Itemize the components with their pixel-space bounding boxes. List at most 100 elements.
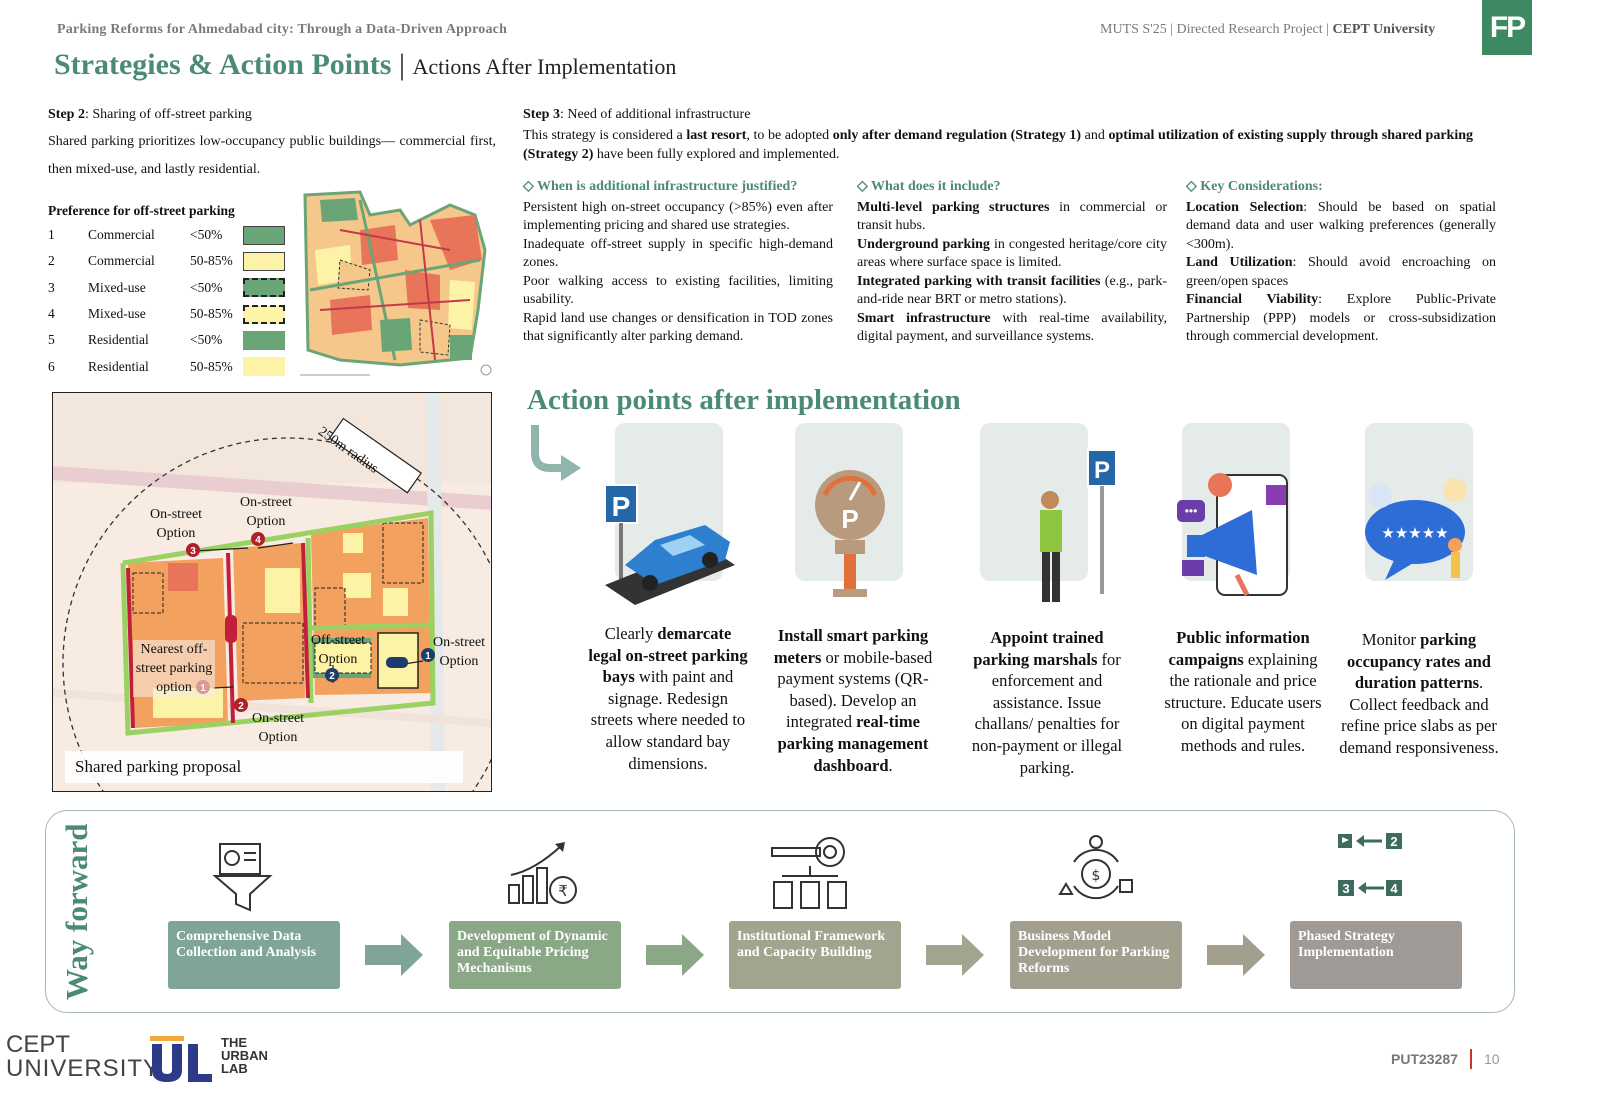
- preference-swatch: [243, 278, 285, 298]
- footer-page-number: 10: [1484, 1051, 1500, 1067]
- footer-divider: [1470, 1049, 1472, 1069]
- way-forward-arrow-3: [926, 934, 984, 976]
- preference-type: Residential: [88, 332, 149, 348]
- justified-point-2: Inadequate off-street supply in specific…: [523, 236, 833, 271]
- considerations-point-1-bold: Location Selection: [1186, 199, 1304, 215]
- action-text-2-b: or mobile-based payment systems (QR-base…: [777, 647, 933, 732]
- way-forward-arrow-1: [365, 934, 423, 976]
- step2-heading: Step 2: Sharing of off-street parking: [48, 107, 252, 123]
- justified-heading: ◇ When is additional infrastructure just…: [523, 178, 833, 197]
- header-university: CEPT University: [1332, 22, 1436, 37]
- considerations-point-1: Location Selection: Should be based on s…: [1186, 199, 1496, 255]
- considerations-point-3-text: : Explore Public-Private Partnership (PP…: [1186, 292, 1496, 344]
- data-funnel-icon: [212, 843, 273, 912]
- svg-text:$: $: [1092, 868, 1101, 884]
- justified-column: ◇ When is additional infrastructure just…: [523, 178, 833, 347]
- preference-row: 4 Mixed-use 50-85%: [48, 301, 293, 327]
- way-forward-step-5: Phased Strategy Implementation: [1290, 921, 1462, 989]
- preference-occupancy: <50%: [190, 279, 223, 295]
- considerations-column: ◇ Key Considerations: Location Selection…: [1186, 178, 1496, 347]
- cept-logo-line-1: CEPT: [6, 1031, 71, 1058]
- feedback-rating-icon: ★★★★★: [1365, 478, 1467, 580]
- includes-point-1-text: in commercial or transit hubs.: [857, 199, 1167, 234]
- svg-text:2: 2: [238, 701, 244, 712]
- considerations-point-1-text: : Should be based on spatial demand data…: [1186, 199, 1497, 252]
- preference-type: Residential: [88, 358, 149, 374]
- action-text-2-c: real-time parking management dashboard: [777, 712, 929, 775]
- preference-swatch: [243, 330, 285, 350]
- action-text-2-d: .: [888, 755, 893, 775]
- justified-point-4: Rapid land use changes or densification …: [523, 310, 833, 345]
- justified-point-3: Poor walking access to existing faciliti…: [523, 273, 833, 308]
- preference-occupancy: <50%: [190, 332, 223, 348]
- page-title-main: Strategies & Action Points: [54, 48, 392, 81]
- page-title-sub: Actions After Implementation: [412, 54, 677, 79]
- urban-lab-text: THE URBAN LAB: [221, 1036, 268, 1075]
- svg-text:3: 3: [190, 546, 196, 557]
- svg-text:₹: ₹: [558, 882, 568, 900]
- diamond-icon: ◇: [523, 179, 538, 194]
- preference-rank: 4: [48, 306, 55, 322]
- includes-point-4-bold: Smart infrastructure: [857, 310, 991, 326]
- preference-heading: Preference for off-street parking: [48, 203, 235, 218]
- urban-lab-line-2: URBAN: [221, 1048, 268, 1063]
- page-title-separator: |: [391, 48, 413, 81]
- institutional-framework-icon: [771, 837, 847, 909]
- step3-text-6: optimal utilization of existing supply t…: [523, 128, 1474, 162]
- map-nearest-label: Nearest off-street parking option: [133, 640, 215, 697]
- way-forward-panel: [45, 810, 1515, 1013]
- preference-type: Mixed-use: [88, 306, 146, 322]
- action-text-2: Install smart parking meters or mobile-b…: [772, 625, 934, 776]
- phased-steps-icon: 2 3 4: [1338, 833, 1402, 896]
- action-text-4: Public information campaigns explaining …: [1162, 627, 1324, 757]
- svg-text:P: P: [841, 504, 858, 534]
- action-text-5-b: parking occupancy rates and duration pat…: [1347, 630, 1491, 693]
- considerations-heading: ◇ Key Considerations:: [1186, 178, 1496, 197]
- step3-text-4: only after demand regulation (Strategy 1…: [832, 128, 1082, 143]
- action-text-1-b: demarcate legal on-street parking bays: [588, 624, 748, 687]
- action-text-1-a: Clearly: [604, 624, 658, 643]
- preference-rank: 5: [48, 332, 55, 348]
- step3-text: This strategy is considered a last resor…: [523, 126, 1473, 164]
- preference-row: 5 Residential <50%: [48, 327, 293, 353]
- header-course-text: MUTS S'25 | Directed Research Project |: [1100, 22, 1333, 37]
- preference-swatch: [243, 251, 285, 271]
- map-on-street-label-2: On-street Option: [239, 495, 293, 529]
- considerations-heading-text: Key Considerations:: [1200, 179, 1323, 194]
- includes-point-2: Underground parking in congested heritag…: [857, 236, 1167, 273]
- preference-rank: 1: [48, 227, 55, 243]
- action-text-3: Appoint trained parking marshals for enf…: [966, 627, 1128, 778]
- step3-text-5: and: [1081, 128, 1109, 143]
- action-text-1-c: with paint and signage. Redesign streets…: [590, 667, 746, 773]
- svg-text:1: 1: [425, 651, 431, 662]
- preference-rank: 3: [48, 279, 55, 295]
- action-points-title: Action points after implementation: [527, 384, 961, 416]
- way-forward-step-2: Development of Dynamic and Equitable Pri…: [449, 921, 621, 989]
- footer-student-id: PUT23287: [1391, 1051, 1458, 1067]
- preference-type: Commercial: [88, 227, 155, 243]
- action-text-3-a: Appoint trained parking marshals: [973, 628, 1104, 669]
- preference-type: Mixed-use: [88, 279, 146, 295]
- urban-lab-line-3: LAB: [221, 1061, 248, 1076]
- svg-text:2: 2: [329, 671, 335, 682]
- diamond-icon: ◇: [857, 179, 872, 194]
- map-on-street-label-1: On-street Option: [149, 507, 203, 541]
- svg-text:P: P: [1094, 457, 1110, 484]
- diamond-icon: ◇: [1186, 179, 1201, 194]
- action-text-4-a: Public information campaigns: [1168, 628, 1310, 669]
- svg-text:★★★★★: ★★★★★: [1381, 524, 1448, 542]
- way-forward-arrow-4: [1207, 934, 1265, 976]
- preference-occupancy: 50-85%: [190, 358, 233, 374]
- preference-occupancy: 50-85%: [190, 306, 233, 322]
- way-forward-label: Way forward: [59, 823, 94, 1000]
- includes-point-2-text: in congested heritage/core city areas wh…: [857, 236, 1167, 271]
- way-forward-step-3: Institutional Framework and Capacity Bui…: [729, 921, 901, 989]
- includes-point-1-bold: Multi-level parking structures: [857, 199, 1050, 215]
- page-title: Strategies & Action Points | Actions Aft…: [54, 48, 676, 82]
- includes-point-4: Smart infrastructure with real-time avai…: [857, 310, 1167, 347]
- map-on-street-label-4: On-street Option: [251, 711, 305, 745]
- step2-text: Shared parking prioritizes low-occupancy…: [48, 134, 496, 177]
- pricing-growth-icon: ₹: [508, 842, 577, 904]
